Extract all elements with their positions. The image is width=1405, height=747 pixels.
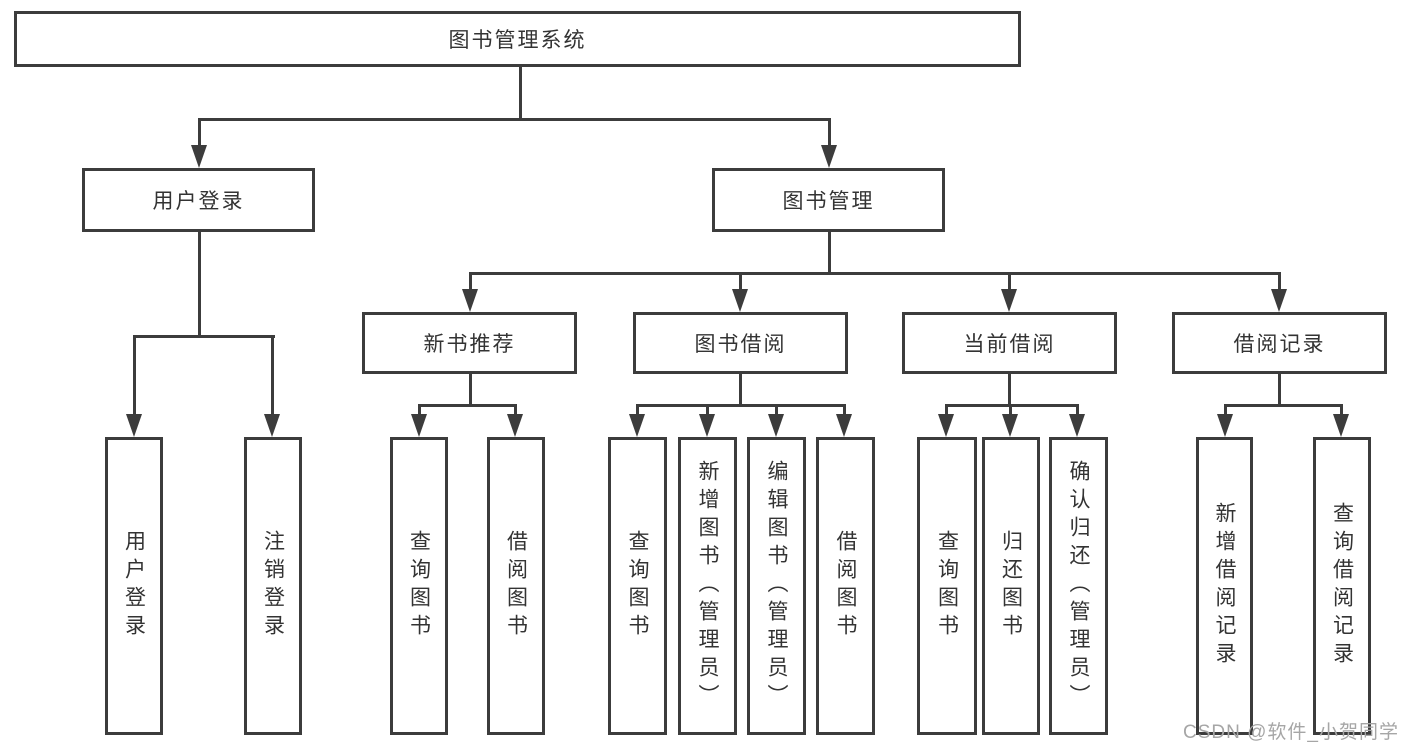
node-book-borrow: 图书借阅: [633, 312, 848, 374]
connector-line: [418, 404, 421, 417]
connector-line: [469, 374, 472, 407]
connector-line: [469, 272, 1281, 275]
leaf-query-book-current-label: 查询图书: [935, 530, 959, 642]
arrow-down-icon: [732, 289, 748, 312]
leaf-query-book-current: 查询图书: [917, 437, 977, 735]
arrow-down-icon: [507, 414, 523, 437]
connector-line: [1278, 374, 1281, 407]
connector-line: [1224, 404, 1227, 417]
node-borrow-record-label: 借阅记录: [1233, 333, 1326, 356]
leaf-user-login-label: 用户登录: [122, 530, 146, 642]
connector-line: [828, 232, 831, 275]
node-book-borrow-label: 图书借阅: [694, 333, 787, 356]
leaf-query-book-borrow-label: 查询图书: [626, 530, 649, 642]
node-user-login-label: 用户登录: [152, 190, 245, 213]
arrow-down-icon: [462, 289, 478, 312]
connector-line: [1009, 404, 1012, 417]
connector-line: [1340, 404, 1343, 417]
leaf-query-borrow-record: 查询借阅记录: [1313, 437, 1371, 735]
connector-line: [636, 404, 846, 407]
node-new-book-recommend-label: 新书推荐: [423, 333, 516, 356]
connector-line: [514, 404, 517, 417]
leaf-borrow-book: 借阅图书: [816, 437, 875, 735]
arrow-down-icon: [126, 414, 142, 437]
leaf-add-borrow-record: 新增借阅记录: [1196, 437, 1253, 735]
connector-line: [775, 404, 778, 417]
arrow-down-icon: [411, 414, 427, 437]
connector-line: [843, 404, 846, 417]
leaf-confirm-return-admin: 确认归还（管理员）: [1049, 437, 1108, 735]
node-user-login: 用户登录: [82, 168, 315, 232]
connector-line: [1008, 374, 1011, 407]
leaf-add-book-admin: 新增图书（管理员）: [678, 437, 737, 735]
csdn-watermark: CSDN @软件_小贺同学: [1183, 722, 1399, 743]
leaf-return-book-label: 归还图书: [999, 530, 1023, 642]
leaf-logout: 注销登录: [244, 437, 302, 735]
connector-line: [1278, 272, 1281, 292]
leaf-return-book: 归还图书: [982, 437, 1040, 735]
connector-line: [271, 335, 274, 415]
node-root: 图书管理系统: [14, 11, 1021, 67]
arrow-down-icon: [768, 414, 784, 437]
node-book-management-label: 图书管理: [782, 190, 875, 213]
connector-line: [945, 404, 1079, 407]
leaf-query-borrow-record-label: 查询借阅记录: [1330, 502, 1354, 670]
arrow-down-icon: [1001, 289, 1017, 312]
leaf-query-book-borrow: 查询图书: [608, 437, 667, 735]
leaf-query-book-recommend: 查询图书: [390, 437, 448, 735]
connector-line: [198, 118, 831, 121]
leaf-add-borrow-record-label: 新增借阅记录: [1213, 502, 1236, 670]
node-borrow-record: 借阅记录: [1172, 312, 1387, 374]
connector-line: [739, 374, 742, 407]
leaf-borrow-book-label: 借阅图书: [834, 530, 857, 642]
connector-line: [133, 335, 275, 338]
connector-line: [133, 335, 136, 415]
arrow-down-icon: [1002, 414, 1018, 437]
connector-line: [1076, 404, 1079, 417]
arrow-down-icon: [836, 414, 852, 437]
connector-line: [1008, 272, 1011, 292]
connector-line: [945, 404, 948, 417]
node-new-book-recommend: 新书推荐: [362, 312, 577, 374]
leaf-edit-book-admin: 编辑图书（管理员）: [747, 437, 806, 735]
connector-line: [519, 66, 522, 120]
arrow-down-icon: [938, 414, 954, 437]
connector-line: [198, 232, 201, 338]
connector-line: [1224, 404, 1343, 407]
arrow-down-icon: [1333, 414, 1349, 437]
arrow-down-icon: [1069, 414, 1085, 437]
connector-line: [198, 118, 201, 148]
leaf-edit-book-admin-label: 编辑图书（管理员）: [765, 460, 788, 712]
connector-line: [636, 404, 639, 417]
connector-line: [418, 404, 517, 407]
leaf-borrow-book-recommend: 借阅图书: [487, 437, 545, 735]
connector-line: [706, 404, 709, 417]
leaf-user-login: 用户登录: [105, 437, 163, 735]
node-root-label: 图书管理系统: [448, 29, 587, 52]
arrow-down-icon: [699, 414, 715, 437]
arrow-down-icon: [264, 414, 280, 437]
arrow-down-icon: [191, 145, 207, 168]
leaf-logout-label: 注销登录: [261, 530, 285, 642]
arrow-down-icon: [1271, 289, 1287, 312]
leaf-confirm-return-admin-label: 确认归还（管理员）: [1067, 460, 1090, 712]
leaf-borrow-book-recommend-label: 借阅图书: [504, 530, 528, 642]
connector-line: [828, 118, 831, 148]
leaf-query-book-recommend-label: 查询图书: [407, 530, 431, 642]
connector-line: [469, 272, 472, 292]
connector-line: [739, 272, 742, 292]
node-book-management: 图书管理: [712, 168, 945, 232]
node-current-borrow: 当前借阅: [902, 312, 1117, 374]
node-current-borrow-label: 当前借阅: [963, 333, 1056, 356]
arrow-down-icon: [629, 414, 645, 437]
leaf-add-book-admin-label: 新增图书（管理员）: [696, 460, 719, 712]
arrow-down-icon: [1217, 414, 1233, 437]
arrow-down-icon: [821, 145, 837, 168]
